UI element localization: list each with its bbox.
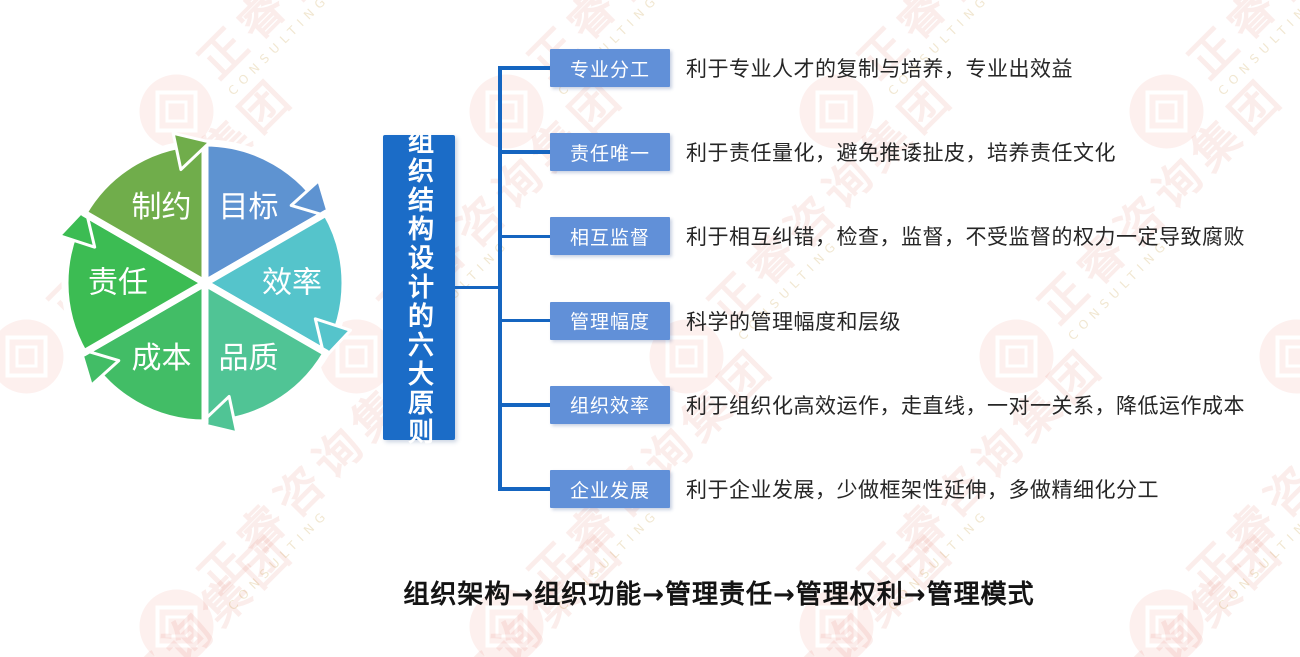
- wheel-arrow-icon: [79, 347, 121, 387]
- connector-line: [501, 150, 550, 154]
- wheel-arrow-icon: [198, 394, 239, 435]
- principle-label: 管理幅度: [569, 311, 650, 334]
- wheel-arrow-icon: [289, 179, 331, 219]
- wheel-arrow-icon: [171, 131, 212, 172]
- principle-box: 管理幅度: [550, 301, 670, 340]
- wheel-segment-label: 效率: [262, 266, 322, 301]
- title-box: 组织结构设计的六大原则: [383, 128, 455, 447]
- wheel-segment-1: 效率: [201, 209, 353, 360]
- principle-description: 科学的管理幅度和层级: [686, 309, 901, 334]
- principle-description: 利于组织化高效运作，走直线，一对一关系，降低运作成本: [686, 393, 1245, 418]
- wheel-segment-5: 制约: [80, 131, 212, 287]
- principle-label: 责任唯一: [569, 142, 650, 165]
- principle-box: 相互监督: [550, 217, 670, 256]
- connector-line: [501, 318, 550, 323]
- principle-box: 专业分工: [550, 49, 670, 87]
- wheel-segment-label: 目标: [219, 190, 279, 225]
- wheel-segment-label: 品质: [219, 341, 279, 376]
- principle-label: 企业发展: [569, 479, 650, 502]
- principle-box: 组织效率: [550, 385, 670, 424]
- connector-line: [501, 487, 550, 491]
- principle-description: 利于责任量化，避免推诿扯皮，培养责任文化: [686, 141, 1116, 166]
- wheel-segment-4: 责任: [57, 206, 209, 357]
- wheel-segment-2: 品质: [198, 279, 330, 435]
- principle-label: 专业分工: [569, 58, 650, 81]
- connector-line: [501, 66, 550, 70]
- bottom-flow-statement: 组织架构→组织功能→管理责任→管理权利→管理模式: [403, 580, 1035, 610]
- connector-line: [455, 285, 500, 290]
- connector-line: [501, 234, 550, 239]
- wheel-segment-label: 责任: [88, 266, 148, 301]
- principle-label: 相互监督: [569, 226, 650, 249]
- title-box-label: 组织结构设计的六大原则: [403, 128, 434, 447]
- principle-label: 组织效率: [569, 395, 650, 418]
- connector-line: [501, 403, 550, 407]
- principle-description: 利于企业发展，少做框架性延伸，多做精细化分工: [686, 478, 1159, 502]
- principle-box: 责任唯一: [550, 133, 670, 172]
- principle-description: 利于相互纠错，检查，监督，不受监督的权力一定导致腐败: [686, 225, 1245, 250]
- wheel-segment-3: 成本: [79, 279, 209, 427]
- wheel-segment-label: 制约: [132, 190, 192, 225]
- wheel-segment-label: 成本: [132, 341, 192, 376]
- principle-box: 企业发展: [550, 470, 670, 508]
- connector-line: [498, 66, 502, 491]
- principle-description: 利于专业人才的复制与培养，专业出效益: [686, 57, 1073, 81]
- wheel-segment-0: 目标: [201, 139, 331, 287]
